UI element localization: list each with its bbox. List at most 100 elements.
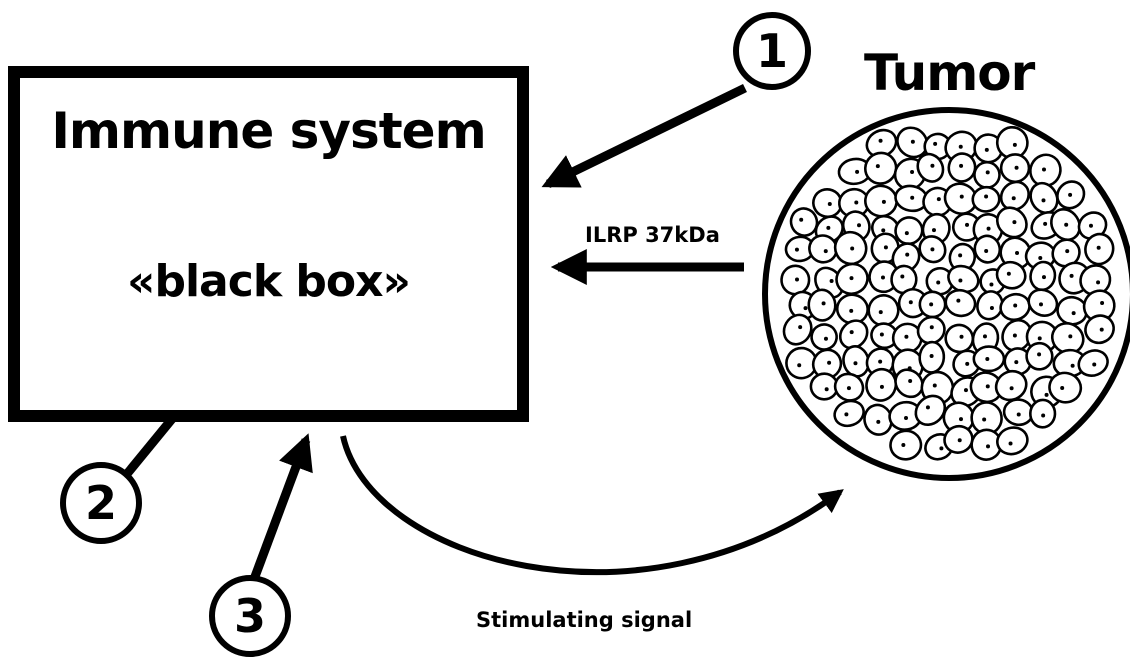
tumor-cell-nucleus xyxy=(930,163,935,168)
tumor-cell-nucleus xyxy=(1065,249,1070,254)
tumor-cell-nucleus xyxy=(929,353,934,358)
tumor-cell xyxy=(894,216,924,246)
tumor-cell-nucleus xyxy=(965,222,970,227)
tumor-cell-nucleus xyxy=(881,228,886,233)
tumor-cell xyxy=(1048,371,1083,404)
tumor-cell-nucleus xyxy=(846,386,851,391)
tumor-cell-nucleus xyxy=(936,280,941,285)
tumor-cell-nucleus xyxy=(849,330,854,335)
tumor-cell-nucleus xyxy=(939,446,944,451)
tumor-cell-nucleus xyxy=(827,360,832,365)
tumor-cell-nucleus xyxy=(929,325,934,330)
tumor-cell-nucleus xyxy=(986,226,991,231)
tumor-cell-nucleus xyxy=(1013,303,1018,308)
tumor-cell-nucleus xyxy=(1012,333,1017,338)
tumor-cell-nucleus xyxy=(1069,273,1074,278)
tumor-cell-nucleus xyxy=(1088,223,1093,228)
tumor-cell-nucleus xyxy=(876,419,881,424)
tumor-cell-nucleus xyxy=(931,228,936,233)
tumor-cell-nucleus xyxy=(878,138,883,143)
tumor-cell-nucleus xyxy=(1068,192,1073,197)
tumor-cell-nucleus xyxy=(984,249,989,254)
tumor-cell-nucleus xyxy=(850,246,855,251)
tumor-cell-nucleus xyxy=(958,253,963,258)
tumor-cell-nucleus xyxy=(1012,142,1017,147)
tumor-cell xyxy=(1050,322,1085,355)
tumor-cell-nucleus xyxy=(1064,222,1069,227)
tumor-cell xyxy=(944,288,977,318)
tumor-cell-nucleus xyxy=(1038,256,1043,261)
tumor-cell-nucleus xyxy=(1011,196,1016,201)
tumor-cell-nucleus xyxy=(959,334,964,339)
tumor-cell-nucleus xyxy=(904,231,909,236)
tumor-cell-nucleus xyxy=(905,252,910,257)
tumor-cell-nucleus xyxy=(956,298,961,303)
tumor-cell-nucleus xyxy=(1037,336,1042,341)
tumor-cell-nucleus xyxy=(883,245,888,250)
tumor-cell xyxy=(808,234,838,264)
tumor-cell xyxy=(995,206,1028,239)
tumor-cell xyxy=(999,180,1030,212)
tumor-cell-nucleus xyxy=(982,334,987,339)
tumor-cell-nucleus xyxy=(1099,327,1104,332)
marker-1: 1 xyxy=(733,12,811,90)
tumor-cell-nucleus xyxy=(989,282,994,287)
tumor-cell-nucleus xyxy=(900,274,905,279)
tumor-cell-nucleus xyxy=(982,417,987,422)
tumor-cell-nucleus xyxy=(908,300,913,305)
tumor-cell-nucleus xyxy=(936,197,941,202)
tumor-cell-nucleus xyxy=(984,194,989,199)
tumor-cell-nucleus xyxy=(878,310,883,315)
tumor-cell-nucleus xyxy=(908,378,913,383)
tumor-cell xyxy=(973,160,1001,189)
tumor-cell-nucleus xyxy=(904,416,909,421)
tumor-title: Tumor xyxy=(864,44,1035,102)
tumor-cell-nucleus xyxy=(901,442,906,447)
tumor-cell-nucleus xyxy=(929,302,934,307)
tumor-cell-nucleus xyxy=(794,247,799,252)
tumor-cell-nucleus xyxy=(879,332,884,337)
marker-3: 3 xyxy=(209,575,291,657)
tumor-cell-nucleus xyxy=(880,275,885,280)
tumor-cell-nucleus xyxy=(821,301,826,306)
tumor-cell xyxy=(994,369,1028,402)
tumor-cell-nucleus xyxy=(910,169,915,174)
tumor-cell-nucleus xyxy=(1009,386,1014,391)
black-box-label: «black box» xyxy=(127,256,411,307)
tumor-cell-nucleus xyxy=(803,306,808,311)
tumor-cell xyxy=(789,207,819,237)
tumor-cell-nucleus xyxy=(932,383,937,388)
stimulating-signal-curve xyxy=(340,435,844,576)
tumor-cell-nucleus xyxy=(1071,311,1076,316)
tumor-cell xyxy=(995,260,1027,290)
tumor-cell-nucleus xyxy=(798,325,803,330)
tumor-cell xyxy=(1084,314,1115,345)
tumor-cell-nucleus xyxy=(959,163,964,168)
tumor-cell-nucleus xyxy=(930,247,935,252)
tumor-cell-nucleus xyxy=(958,278,963,283)
tumor-cell-nucleus xyxy=(1015,250,1020,255)
marker-2: 2 xyxy=(60,462,142,544)
arrow-3-to-immune xyxy=(245,433,313,592)
tumor-cell-nucleus xyxy=(910,139,915,144)
tumor-cell xyxy=(894,368,924,399)
tumor-cell-nucleus xyxy=(1041,413,1046,418)
tumor-cell-nucleus xyxy=(855,169,860,174)
marker-3-number: 3 xyxy=(233,589,266,643)
immune-system-title: Immune system xyxy=(51,102,486,160)
tumor-cell-nucleus xyxy=(1016,412,1021,417)
tumor-cell xyxy=(996,426,1029,456)
tumor-cell-nucleus xyxy=(910,195,915,200)
tumor-cell-nucleus xyxy=(878,359,883,364)
tumor-cell-nucleus xyxy=(1012,220,1017,225)
tumor-cell-nucleus xyxy=(925,405,930,410)
tumor-cell-nucleus xyxy=(829,279,834,284)
tumor-cell xyxy=(807,288,837,322)
tumor-cell-nucleus xyxy=(985,170,990,175)
tumor-cell-nucleus xyxy=(965,361,970,366)
tumor-cell-nucleus xyxy=(985,384,990,389)
tumor-cell-nucleus xyxy=(986,444,991,449)
tumor-cell-nucleus xyxy=(904,334,909,339)
